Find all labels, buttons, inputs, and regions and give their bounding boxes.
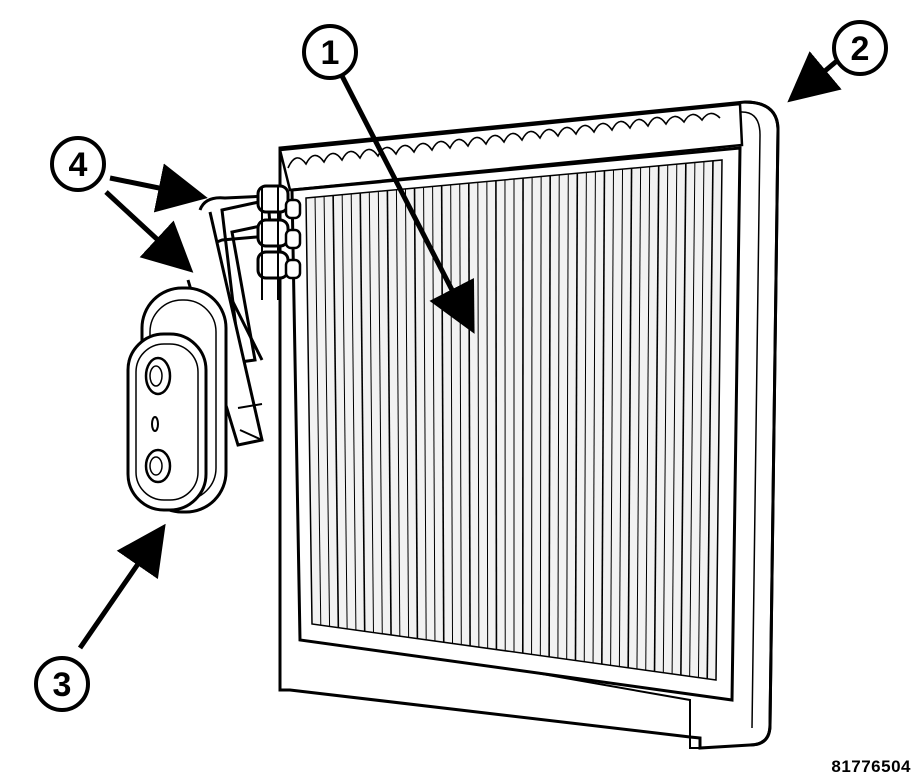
callout-4: 4 [50, 136, 106, 192]
callout-1: 1 [302, 24, 358, 80]
fin-line [395, 189, 401, 637]
fin-line [386, 190, 392, 635]
fin-line [548, 175, 551, 657]
fin-line [706, 160, 714, 679]
expansion-valve-block [126, 286, 228, 514]
callout-1-label: 1 [321, 34, 340, 72]
fin-line [377, 191, 383, 634]
fin-line [486, 181, 489, 649]
fin-line [671, 164, 678, 674]
fin-line [610, 169, 614, 666]
callout-2-label: 2 [851, 30, 870, 68]
fin-line [477, 182, 480, 648]
fin-line [323, 196, 331, 627]
fin-line [601, 170, 606, 665]
fin-line [592, 171, 596, 663]
leader-arrows [77, 51, 842, 650]
fin-line [566, 174, 569, 660]
fin-line [680, 163, 687, 676]
fin-line [495, 180, 498, 650]
fin-line [459, 183, 462, 645]
fin-line [413, 188, 419, 639]
fin-line [689, 162, 696, 677]
fin-line [432, 186, 436, 642]
fin-line [368, 192, 374, 633]
leader-arrow-3 [77, 523, 166, 650]
leader-arrow-4b [104, 190, 194, 273]
fin-line [359, 193, 366, 632]
evaporator-core [290, 146, 742, 702]
fin-line [467, 183, 471, 646]
fin-line [662, 164, 669, 673]
fin-line [583, 172, 587, 662]
fin-line [404, 188, 410, 638]
fin-line [423, 187, 427, 640]
fin-line [341, 194, 348, 629]
fin-line [636, 167, 642, 670]
fin-line [450, 184, 454, 644]
leader-arrow-4a [109, 163, 208, 213]
fin-line [653, 165, 660, 672]
fin-line [697, 161, 705, 678]
fin-line [539, 176, 542, 656]
figure-id: 81776504 [831, 757, 911, 776]
fin-line [350, 193, 357, 631]
callout-3: 3 [34, 656, 90, 712]
fin-line [531, 177, 533, 655]
fin-line [627, 168, 633, 668]
callout-3-label: 3 [53, 666, 72, 704]
fin-line [440, 185, 445, 643]
fin-line [557, 174, 560, 659]
fin-line [332, 195, 340, 628]
leader-arrow-2 [787, 51, 842, 103]
fin-line [645, 166, 651, 671]
fin-line [314, 197, 322, 626]
callout-4-label: 4 [69, 146, 88, 184]
evaporator-fins [314, 160, 714, 679]
evaporator-top-tank [278, 102, 744, 192]
fin-line [574, 173, 579, 661]
leader-arrow-1 [337, 70, 475, 334]
callout-2: 2 [832, 20, 888, 76]
fin-line [618, 169, 624, 667]
